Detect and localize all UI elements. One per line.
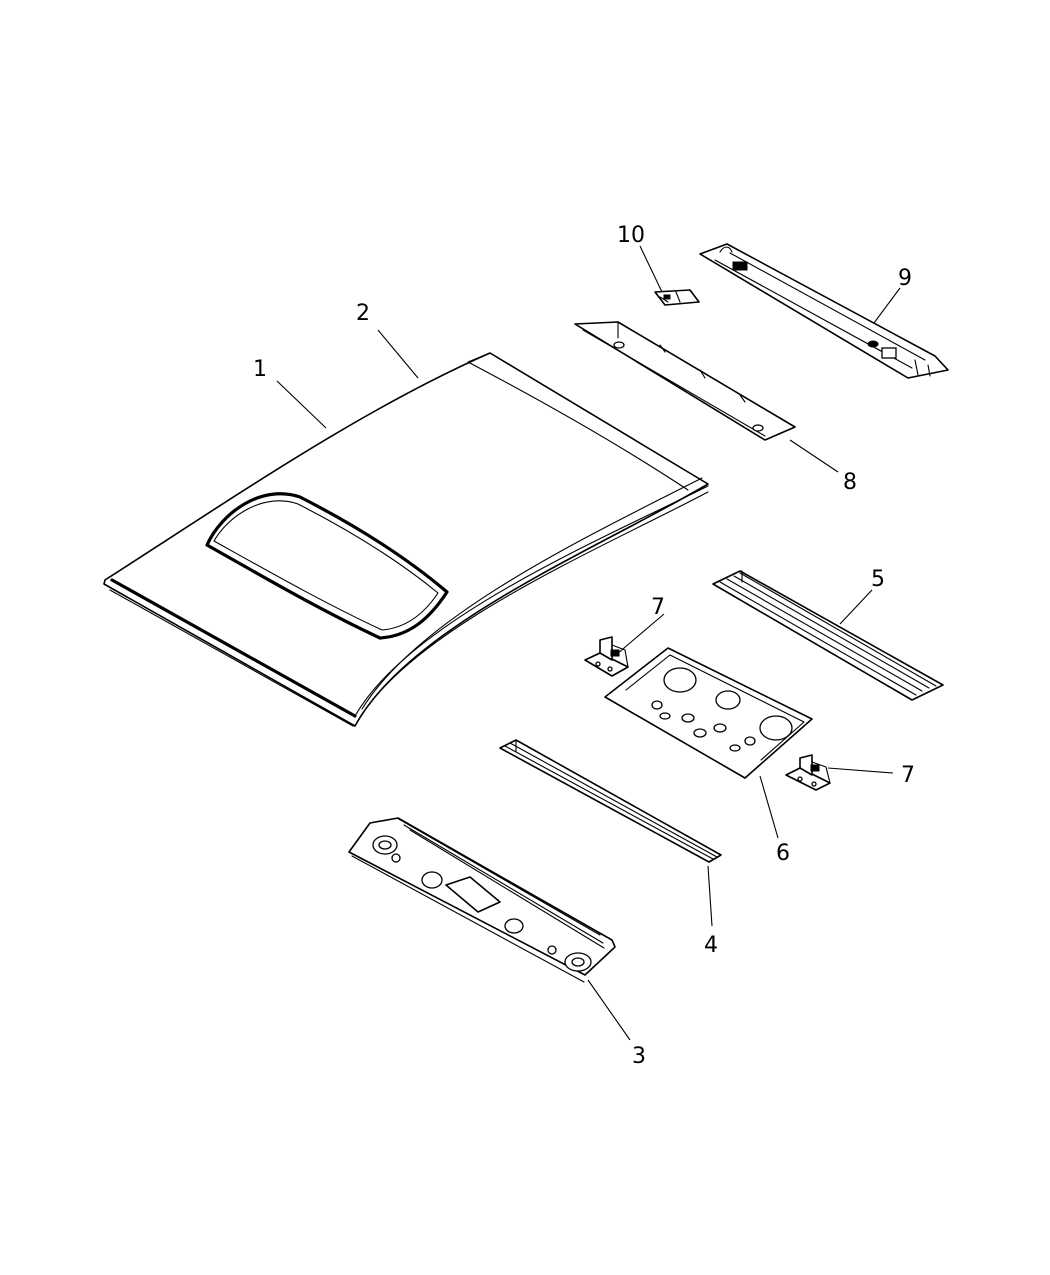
rear-roof-bow <box>712 570 944 701</box>
leader-1 <box>276 380 327 429</box>
bracket-left <box>584 636 629 677</box>
leader-10 <box>639 245 663 293</box>
callout-4: 4 <box>704 933 718 958</box>
leader-5 <box>839 589 873 625</box>
leader-7a <box>616 613 665 655</box>
leader-4 <box>707 865 713 927</box>
leader-3 <box>587 979 631 1041</box>
bracket-right <box>785 754 831 791</box>
leader-lines <box>276 245 901 1041</box>
callout-1: 1 <box>253 357 267 382</box>
callout-7-upper: 7 <box>651 595 665 620</box>
leader-7b <box>827 767 894 774</box>
callout-10: 10 <box>617 223 645 248</box>
leader-6 <box>759 775 779 839</box>
leader-2 <box>377 329 419 379</box>
front-roof-crossmember <box>574 321 796 441</box>
callout-7-lower: 7 <box>901 763 915 788</box>
callout-5: 5 <box>871 567 885 592</box>
callout-2: 2 <box>356 301 370 326</box>
front-header-panel <box>348 817 616 983</box>
rear-header-bow <box>699 243 949 379</box>
leader-9 <box>873 287 901 324</box>
small-bracket <box>654 289 700 306</box>
callout-6: 6 <box>776 841 790 866</box>
leader-8 <box>789 439 839 473</box>
callout-3: 3 <box>632 1044 646 1069</box>
sunroof-opening <box>205 492 449 640</box>
callout-8: 8 <box>843 470 857 495</box>
roof-support-panel <box>604 647 813 779</box>
roof-panel <box>103 352 709 727</box>
center-roof-bow <box>499 739 722 863</box>
callout-9: 9 <box>898 266 912 291</box>
